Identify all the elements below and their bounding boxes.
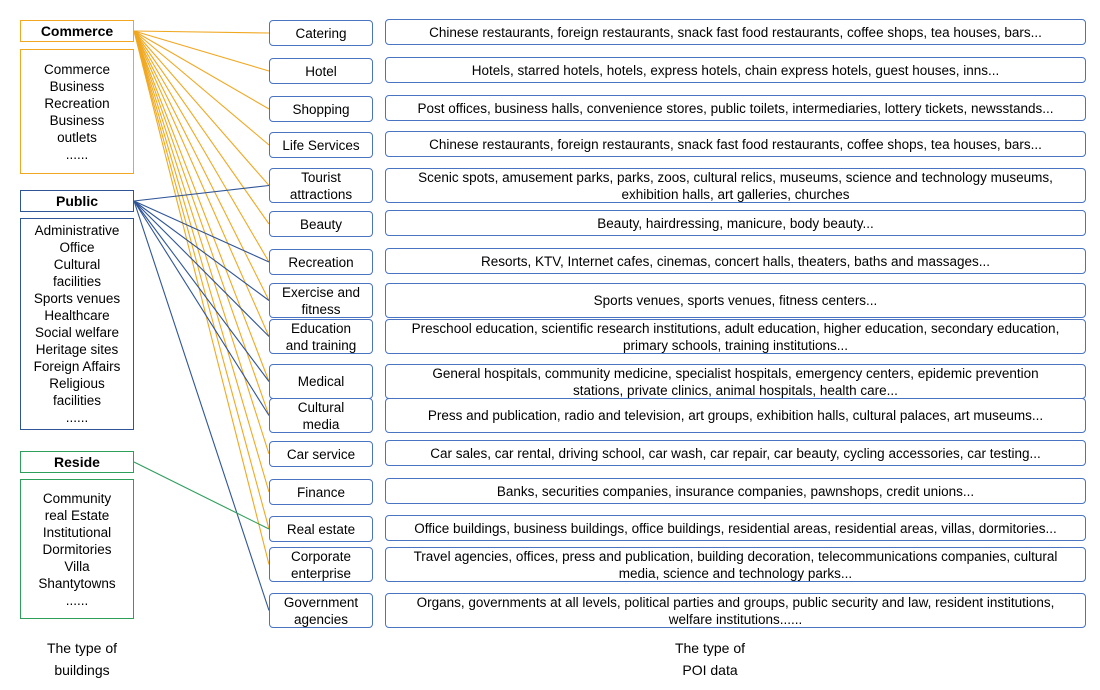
connector-public-tourist-attractions [133,184,270,202]
group-item: facilities [52,274,101,289]
poi-category: Life Services [269,132,373,158]
poi-category: Corporate enterprise [269,547,373,582]
connector-commerce-hotel [133,30,270,72]
poi-category: Tourist attractions [269,168,373,203]
poi-description: General hospitals, community medicine, s… [385,364,1086,399]
connector-commerce-life-services [133,30,270,146]
group-item: ...... [65,592,89,608]
connector-commerce-exercise-and-fitness [133,30,270,301]
poi-description: Banks, securities companies, insurance c… [385,478,1086,504]
poi-description: Office buildings, business buildings, of… [385,515,1086,541]
poi-description: Car sales, car rental, driving school, c… [385,440,1086,466]
group-item: Dormitories [42,541,112,557]
connector-commerce-beauty [133,30,270,225]
group-item: Community [42,490,112,506]
poi-description: Scenic spots, amusement parks, parks, zo… [385,168,1086,203]
group-item: Sports venues [33,291,121,306]
poi-category: Finance [269,479,373,505]
group-item: Villa [64,558,90,574]
poi-category: Shopping [269,96,373,122]
caption-building-types: The type of buildings [46,640,118,678]
poi-description: Sports venues, sports venues, fitness ce… [385,283,1086,318]
poi-description: Chinese restaurants, foreign restaurants… [385,131,1086,157]
poi-category: Medical [269,364,373,399]
group-header-reside: Reside [20,451,134,473]
connector-reside-real-estate [133,461,270,530]
connector-commerce-medical [133,30,270,382]
group-item: Cultural [53,257,101,272]
poi-category: Recreation [269,249,373,275]
caption-poi-types: The type of POI data [674,640,746,678]
connector-commerce-car-service [133,30,270,455]
poi-category: Hotel [269,58,373,84]
group-item: outlets [57,129,97,145]
connector-public-exercise-and-fitness [133,200,270,301]
connector-commerce-catering [133,30,270,34]
poi-description: Post offices, business halls, convenienc… [385,95,1086,121]
group-item: facilities [52,393,101,408]
poi-description: Resorts, KTV, Internet cafes, cinemas, c… [385,248,1086,274]
connector-commerce-real-estate [133,30,270,530]
connector-public-cultural-media [133,200,270,416]
connector-public-recreation [133,200,270,263]
group-item: Commerce [43,61,110,77]
group-item: Heritage sites [35,342,119,357]
connector-public-medical [133,200,270,382]
group-item: Office [59,240,95,255]
poi-description: Hotels, starred hotels, hotels, express … [385,57,1086,83]
connector-commerce-finance [133,30,270,493]
poi-category: Exercise and fitness [269,283,373,318]
group-item: Recreation [44,95,110,111]
poi-category: Cultural media [269,398,373,433]
group-item: Foreign Affairs [33,359,121,374]
poi-description: Preschool education, scientific research… [385,319,1086,354]
group-item: Shantytowns [38,575,116,591]
group-item: ...... [65,146,89,162]
group-item: Business [49,78,105,94]
poi-description: Chinese restaurants, foreign restaurants… [385,19,1086,45]
group-item: Business [49,112,105,128]
group-item: Religious [49,376,105,391]
poi-category: Catering [269,20,373,46]
poi-category: Education and training [269,319,373,354]
connector-commerce-tourist-attractions [133,30,270,186]
poi-description: Beauty, hairdressing, manicure, body bea… [385,210,1086,236]
poi-description: Travel agencies, offices, press and publ… [385,547,1086,582]
group-item: ...... [65,410,89,425]
poi-category: Government agencies [269,593,373,628]
connector-commerce-corporate-enterprise [133,30,270,565]
group-header-commerce: Commerce [20,20,134,42]
poi-category: Beauty [269,211,373,237]
poi-category: Real estate [269,516,373,542]
group-header-public: Public [20,190,134,212]
connector-commerce-shopping [133,30,270,110]
group-item: Administrative [34,223,120,238]
connector-public-government-agencies [133,200,270,611]
connector-commerce-education-and-training [133,30,270,337]
poi-description: Organs, governments at all levels, polit… [385,593,1086,628]
group-item: Institutional [42,524,112,540]
connector-commerce-recreation [133,30,270,263]
group-item: Healthcare [44,308,110,323]
poi-description: Press and publication, radio and televis… [385,398,1086,433]
group-item: Social welfare [34,325,120,340]
connector-public-education-and-training [133,200,270,337]
group-item: real Estate [44,507,110,523]
poi-category: Car service [269,441,373,467]
